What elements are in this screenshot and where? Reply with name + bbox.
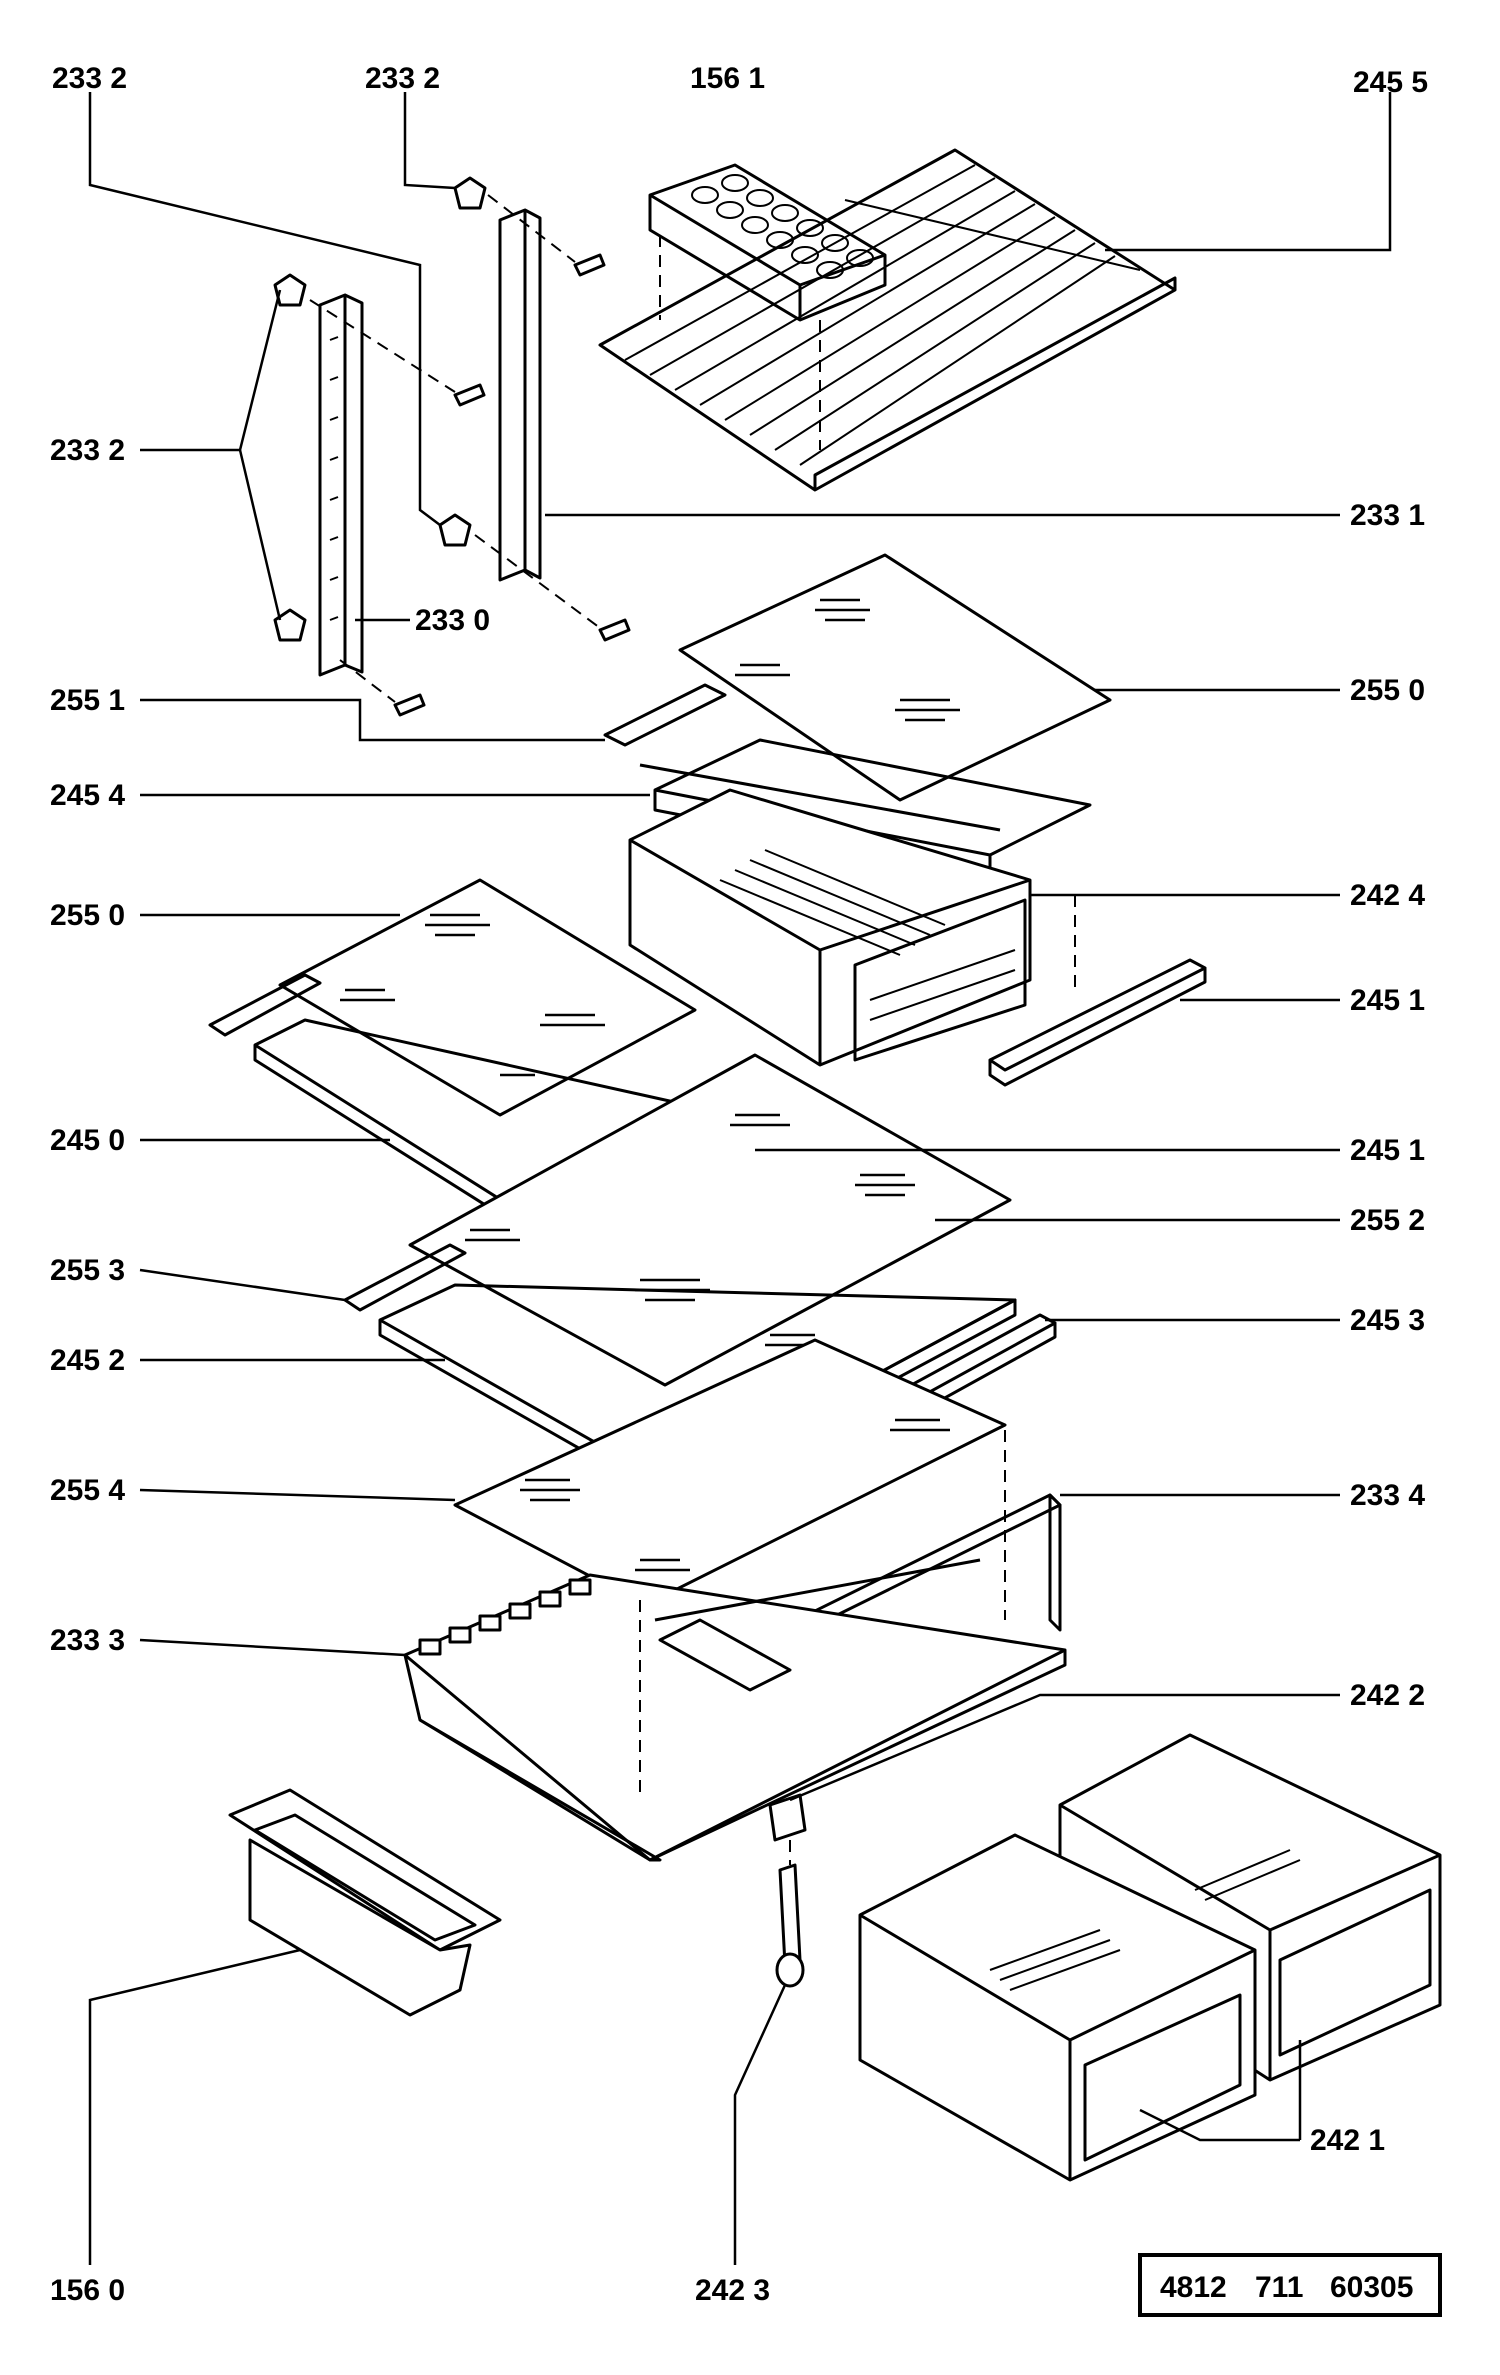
- label-245-0: 245 0: [50, 1124, 125, 1157]
- label-233-4: 233 4: [1350, 1479, 1425, 1512]
- label-245-1-middle: 245 1: [1350, 1134, 1425, 1167]
- label-242-3: 242 3: [695, 2274, 770, 2307]
- label-242-2: 242 2: [1350, 1679, 1425, 1712]
- bottom-tray: [403, 1558, 1067, 1862]
- label-255-3: 255 3: [50, 1254, 125, 1287]
- glass-shelf-bottom: [453, 1338, 1007, 1607]
- label-245-1-right: 245 1: [1350, 984, 1425, 1017]
- screws: [309, 194, 631, 717]
- bottle-bin: [228, 1788, 502, 2017]
- label-156-0: 156 0: [50, 2274, 125, 2307]
- catalog-part-a: 4812: [1160, 2271, 1227, 2304]
- label-233-3: 233 3: [50, 1624, 125, 1657]
- rail-clips: [273, 176, 487, 642]
- lamp-holder: [768, 1793, 807, 1988]
- label-245-5: 245 5: [1353, 66, 1428, 99]
- label-245-2: 245 2: [50, 1344, 125, 1377]
- shelf-frame-upper: [603, 683, 1092, 877]
- label-233-2-left: 233 2: [50, 434, 125, 467]
- label-242-4: 242 4: [1350, 879, 1425, 912]
- catalog-part-c: 60305: [1330, 2271, 1413, 2304]
- part-labels: 233 2 233 2 156 1 245 5 233 2 233 1 233 …: [50, 62, 1428, 2307]
- label-255-0-middle: 255 0: [50, 899, 125, 932]
- label-156-1: 156 1: [690, 62, 765, 95]
- catalog-part-b: 711: [1255, 2271, 1303, 2304]
- label-245-4: 245 4: [50, 779, 125, 812]
- label-255-0-upper: 255 0: [1350, 674, 1425, 707]
- label-255-1: 255 1: [50, 684, 125, 717]
- label-233-0: 233 0: [415, 604, 490, 637]
- shelf-rails: [318, 208, 542, 677]
- glass-shelf-upper: [678, 553, 1112, 802]
- label-245-3: 245 3: [1350, 1304, 1425, 1337]
- label-233-2-top-left: 233 2: [52, 62, 127, 95]
- label-233-1: 233 1: [1350, 499, 1425, 532]
- cross-rail-right: [988, 958, 1207, 1087]
- wire-shelf: [598, 148, 1177, 492]
- label-242-1: 242 1: [1310, 2124, 1385, 2157]
- crisper-drawer-upper: [628, 788, 1076, 1067]
- label-233-2-top-middle: 233 2: [365, 62, 440, 95]
- label-255-4: 255 4: [50, 1474, 125, 1507]
- label-255-2: 255 2: [1350, 1204, 1425, 1237]
- leader-lines: [88, 92, 1392, 2265]
- crisper-drawers: [858, 1733, 1442, 2182]
- glass-shelf-middle: [278, 878, 697, 1117]
- catalog-number-box: 4812 711 60305: [1138, 2253, 1442, 2317]
